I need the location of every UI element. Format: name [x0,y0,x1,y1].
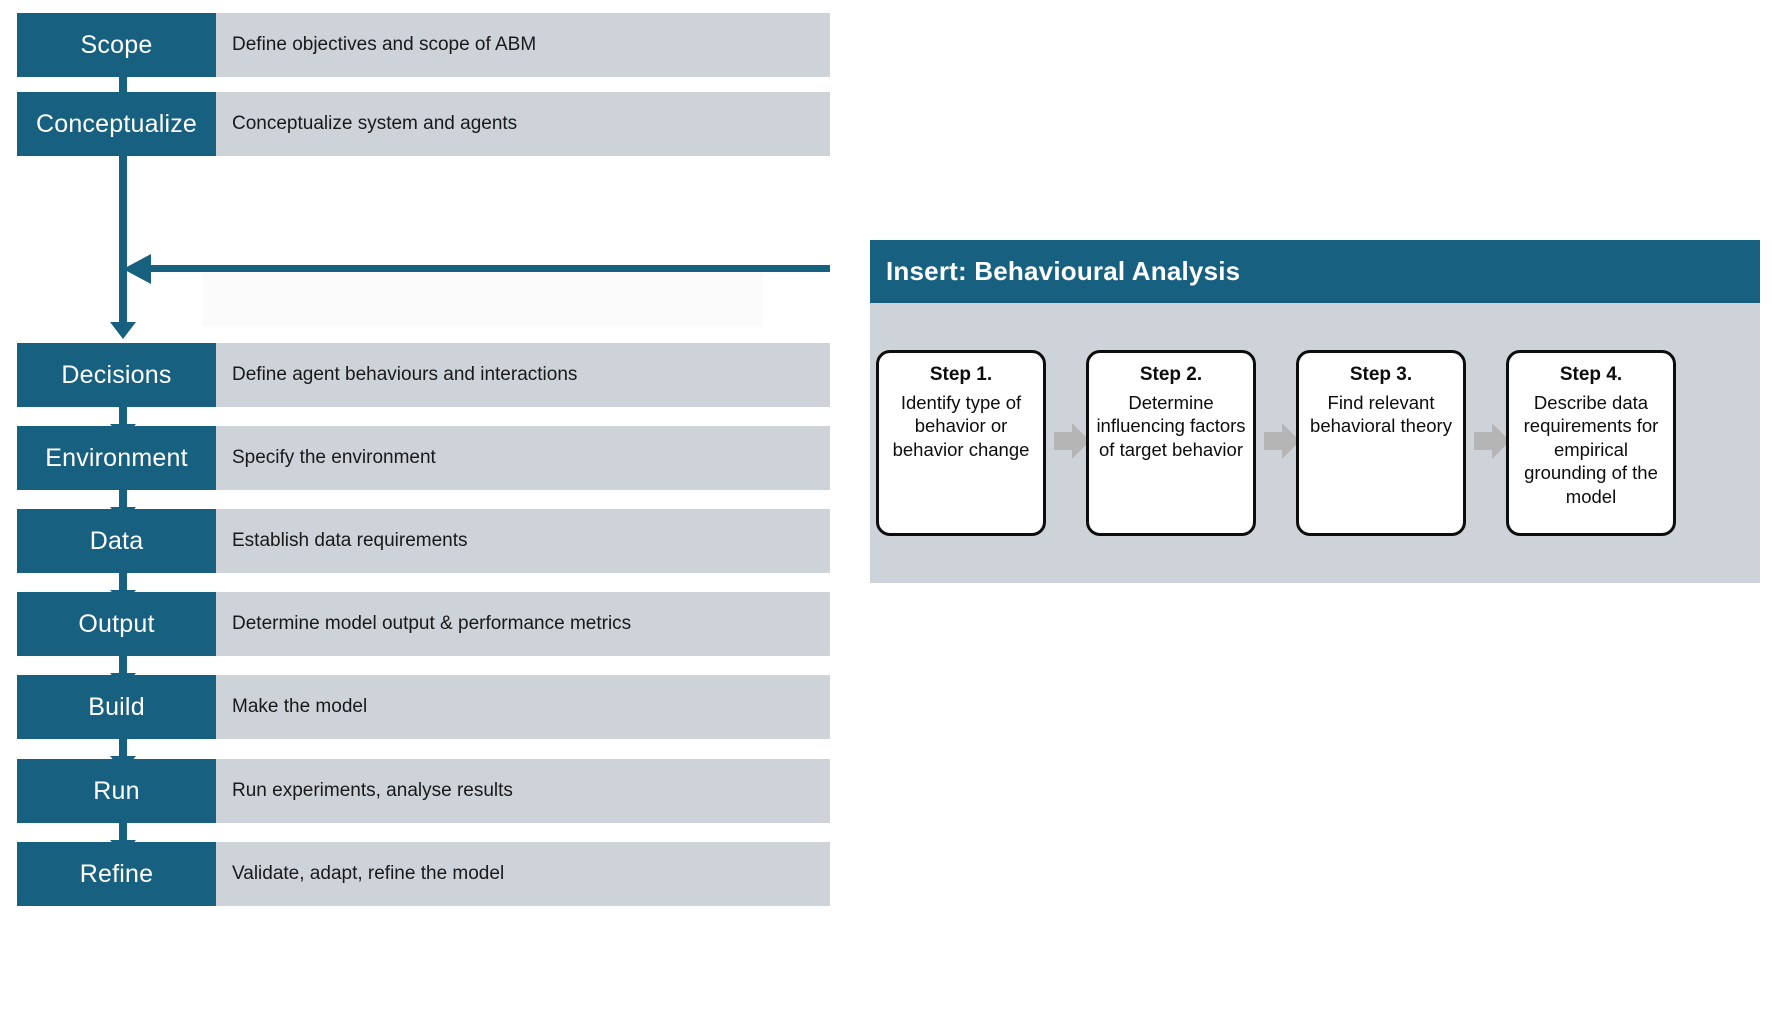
insert-panel-title: Insert: Behavioural Analysis [870,240,1760,303]
insert-step-body-1: Identify type of behavior or behavior ch… [892,391,1030,460]
right-arrow-icon-3 [1474,421,1510,461]
background-tint [203,272,763,326]
insert-step-card-4[interactable]: Step 4. Describe data requirements for e… [1506,350,1676,536]
abm-process-flowchart: Scope Define objectives and scope of ABM… [0,0,860,1035]
flow-row-data[interactable]: Data Establish data requirements [17,509,830,573]
flow-row-output[interactable]: Output Determine model output & performa… [17,592,830,656]
insert-step-card-1[interactable]: Step 1. Identify type of behavior or beh… [876,350,1046,536]
flow-label-decisions: Decisions [17,343,216,407]
flow-label-data: Data [17,509,216,573]
flow-label-scope: Scope [17,13,216,77]
right-arrow-icon-1 [1054,421,1090,461]
flow-desc-scope: Define objectives and scope of ABM [216,13,830,77]
insert-step-body-3: Find relevant behavioral theory [1310,391,1452,437]
insert-step-title-1: Step 1. [929,364,993,385]
insert-step-card-3[interactable]: Step 3. Find relevant behavioral theory [1296,350,1466,536]
insert-step-title-3: Step 3. [1349,364,1413,385]
feedback-connector-line [148,265,830,272]
insert-step-title-2: Step 2. [1139,364,1203,385]
flow-trunk-line [119,154,127,324]
flow-desc-refine: Validate, adapt, refine the model [216,842,830,906]
insert-step-card-2[interactable]: Step 2. Determine influencing factors of… [1086,350,1256,536]
flow-row-refine[interactable]: Refine Validate, adapt, refine the model [17,842,830,906]
flow-label-environment: Environment [17,426,216,490]
feedback-connector-arrowhead-icon [123,254,151,284]
flow-trunk-arrowhead [110,322,136,339]
insert-step-title-4: Step 4. [1559,364,1623,385]
flow-desc-environment: Specify the environment [216,426,830,490]
insert-steps-strip: Step 1. Identify type of behavior or beh… [870,303,1760,583]
flow-desc-decisions: Define agent behaviours and interactions [216,343,830,407]
flow-label-output: Output [17,592,216,656]
flow-row-run[interactable]: Run Run experiments, analyse results [17,759,830,823]
flow-desc-conceptualize: Conceptualize system and agents [216,92,830,156]
insert-step-body-2: Determine influencing factors of target … [1096,391,1246,460]
flow-label-run: Run [17,759,216,823]
right-arrow-icon-2 [1264,421,1300,461]
flow-label-build: Build [17,675,216,739]
flow-row-conceptualize[interactable]: Conceptualize Conceptualize system and a… [17,92,830,156]
flow-row-build[interactable]: Build Make the model [17,675,830,739]
flow-desc-output: Determine model output & performance met… [216,592,830,656]
flow-desc-build: Make the model [216,675,830,739]
flow-row-decisions[interactable]: Decisions Define agent behaviours and in… [17,343,830,407]
behavioural-analysis-panel: Insert: Behavioural Analysis Step 1. Ide… [870,240,1760,583]
flow-row-scope[interactable]: Scope Define objectives and scope of ABM [17,13,830,77]
flow-row-environment[interactable]: Environment Specify the environment [17,426,830,490]
flow-desc-data: Establish data requirements [216,509,830,573]
flow-label-conceptualize: Conceptualize [17,92,216,156]
flow-desc-run: Run experiments, analyse results [216,759,830,823]
flow-label-refine: Refine [17,842,216,906]
insert-step-body-4: Describe data requirements for empirical… [1523,391,1659,507]
